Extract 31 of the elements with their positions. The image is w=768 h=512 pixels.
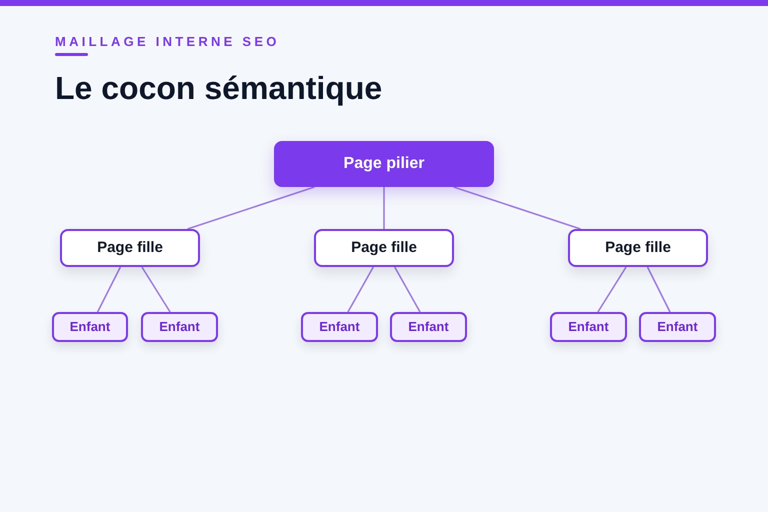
node-label: Enfant — [568, 318, 609, 336]
child-page-box — [568, 229, 708, 267]
connector-line — [347, 266, 374, 312]
node-label: Page fille — [605, 238, 671, 258]
sub-page-box — [141, 312, 218, 342]
node-label: Page fille — [351, 238, 417, 258]
connector-line — [453, 186, 581, 230]
node-label: Page fille — [97, 238, 163, 258]
sub-page-box — [639, 312, 716, 342]
node-label: Page pilier — [344, 154, 424, 174]
node-label: Enfant — [657, 318, 698, 336]
connector-line — [646, 266, 671, 312]
node-label: Enfant — [319, 318, 360, 336]
node-label: Enfant — [159, 318, 200, 336]
connector-line — [383, 187, 385, 229]
child-page-box — [314, 229, 454, 267]
sub-page-box — [52, 312, 128, 342]
section-kicker: MAILLAGE INTERNE SEO — [55, 33, 280, 51]
sub-page-box — [390, 312, 467, 342]
node-label: Enfant — [408, 318, 449, 336]
connector-line — [141, 266, 171, 312]
sub-page-box — [301, 312, 378, 342]
node-label: Enfant — [70, 318, 110, 336]
sub-page-box — [550, 312, 627, 342]
connector-line — [187, 186, 315, 230]
pillar-page-box — [274, 141, 494, 187]
connector-line — [96, 266, 122, 312]
connector-line — [597, 266, 627, 312]
page-title: Le cocon sémantique — [55, 69, 382, 108]
connector-line — [394, 266, 421, 312]
child-page-box — [60, 229, 200, 267]
